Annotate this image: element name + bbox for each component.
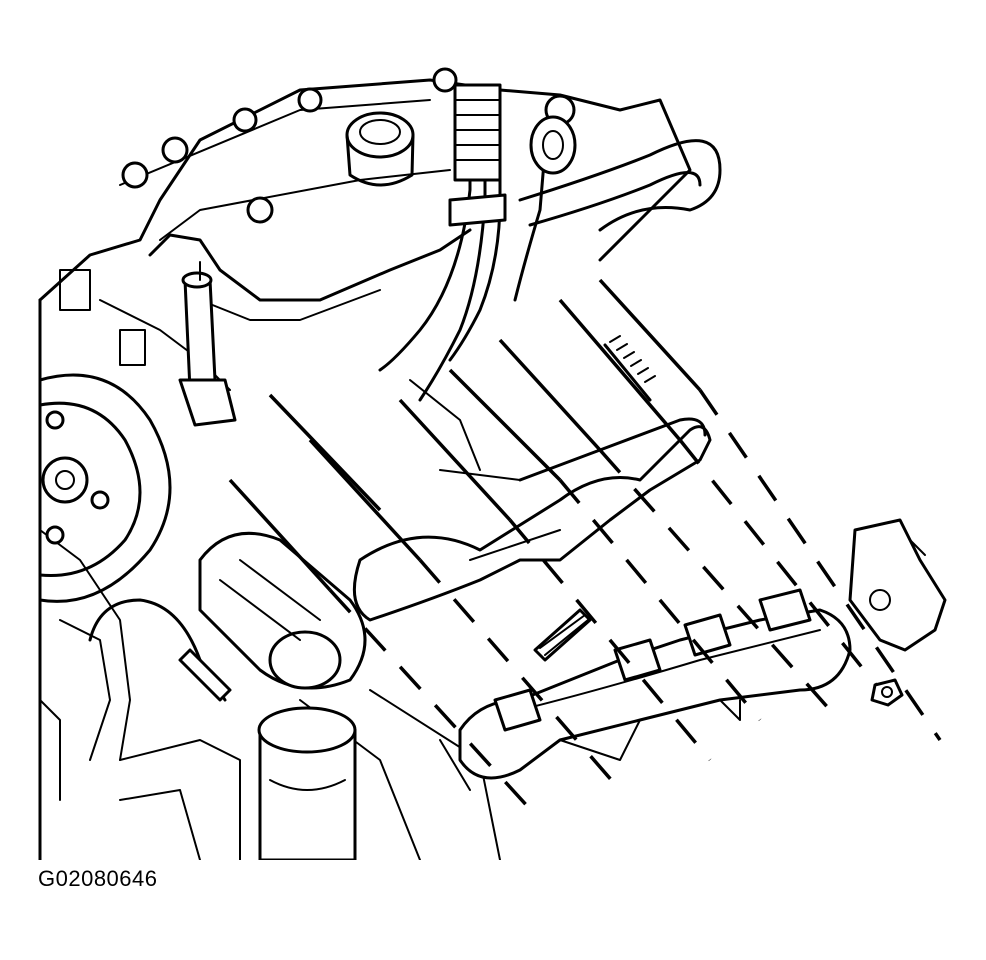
oxygen-sensor-wire: [88, 598, 232, 702]
starter-motor: [198, 531, 367, 690]
alignment-dashed-lines: [328, 389, 942, 822]
spark-plug-wires: [378, 83, 577, 402]
heat-shield: [352, 379, 712, 622]
threaded-stud: [603, 335, 656, 402]
manifold-nut: [870, 678, 904, 707]
oil-filter: [257, 706, 357, 860]
engine-exhaust-manifold-diagram: [38, 67, 947, 860]
crankshaft-pulley: [38, 373, 172, 603]
manifold-studs: [228, 278, 702, 592]
oil-filler-cap: [345, 111, 415, 187]
heater-hose: [518, 139, 722, 232]
dipstick-tube: [178, 261, 237, 427]
engine-block: [38, 67, 692, 860]
figure-id-label: G02080646: [38, 866, 158, 891]
